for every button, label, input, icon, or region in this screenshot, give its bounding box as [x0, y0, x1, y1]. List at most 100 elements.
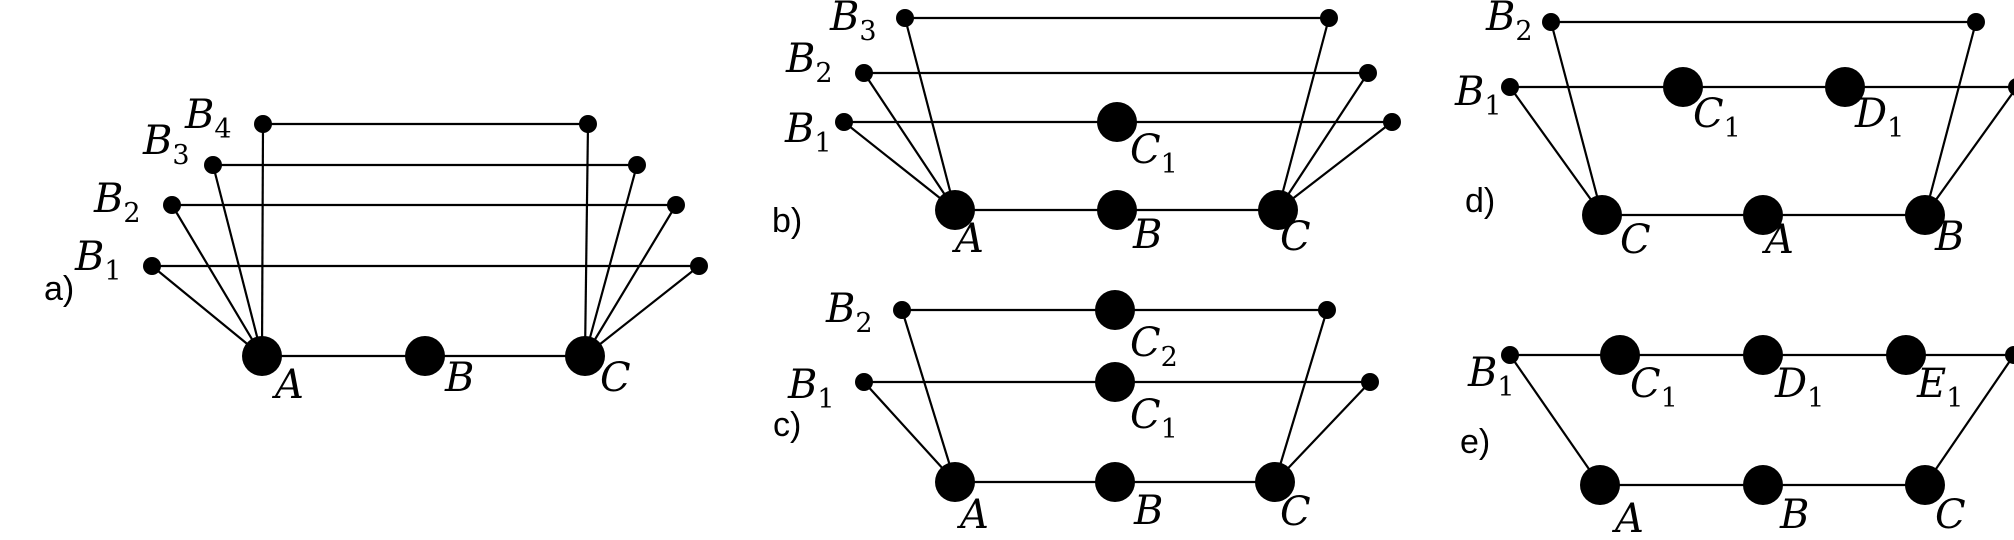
node-r3: [1320, 9, 1338, 27]
node-label-c: C: [1280, 214, 1311, 260]
edge-a-b3: [903, 17, 957, 211]
node-r2: [1359, 64, 1377, 82]
node-label-b1: B1: [784, 106, 832, 159]
node-label-base: C: [1130, 320, 1161, 366]
node-label-b2: B2: [825, 286, 873, 339]
node-label-b1: B1: [1454, 69, 1502, 122]
edge-b-r2: [1923, 21, 1978, 216]
node-label-b1: B1: [1467, 350, 1515, 403]
edge-c-r1: [1274, 381, 1371, 483]
node-label-base: C: [1630, 361, 1661, 407]
node-c2: [1095, 290, 1135, 330]
node-label-a: A: [951, 216, 984, 262]
node-r2: [1967, 13, 1985, 31]
node-b1: [1501, 346, 1519, 364]
node-c1: [1097, 102, 1137, 142]
node-label-c: C: [1935, 492, 1966, 538]
node-label-b: B: [444, 355, 474, 401]
node-r3: [628, 156, 646, 174]
edge-a-b1: [863, 381, 956, 483]
edge-a-b2: [171, 204, 263, 357]
node-label-base: B: [1485, 0, 1515, 40]
node-b: [405, 336, 445, 376]
node-label-base: B: [1454, 69, 1484, 115]
node-c1: [1095, 362, 1135, 402]
panel-label: b): [772, 202, 802, 240]
edge-a-b3: [211, 164, 264, 357]
node-label-c1: C1: [1693, 91, 1741, 144]
edge-c-r2: [1273, 309, 1329, 483]
node-label-subscript: 1: [1724, 113, 1741, 144]
node-label-b3: B3: [829, 0, 877, 47]
node-label-c: C: [1620, 217, 1651, 263]
node-label-subscript: 4: [214, 114, 231, 145]
node-label-subscript: 1: [1161, 414, 1178, 445]
edge-c-r4: [583, 123, 590, 357]
node-r2: [1318, 301, 1336, 319]
node-label-d1: D1: [1774, 361, 1824, 414]
node-label-subscript: 1: [1484, 91, 1501, 122]
node-b2: [163, 196, 181, 214]
node-label-b2: B2: [785, 36, 833, 89]
node-label-subscript: 2: [815, 58, 832, 89]
node-label-subscript: 1: [1946, 383, 1963, 414]
node-e1: [1886, 335, 1926, 375]
node-label-subscript: 3: [172, 140, 189, 171]
node-b1: [1501, 78, 1519, 96]
edge-a-b1: [151, 265, 263, 357]
node-r1: [1383, 113, 1401, 131]
node-label-subscript: 1: [814, 128, 831, 159]
node-label-c: C: [600, 355, 631, 401]
node-label-subscript: 2: [1161, 342, 1178, 373]
edge-a-b4: [260, 123, 265, 357]
node-label-base: B: [74, 234, 104, 280]
node-label-base: D: [1854, 91, 1887, 137]
edge-c-b1: [1509, 86, 1603, 216]
node-b1: [143, 257, 161, 275]
node-r2: [667, 196, 685, 214]
panel-label: e): [1460, 423, 1490, 461]
edge-a-b1: [1509, 354, 1601, 486]
node-c1: [1663, 67, 1703, 107]
node-b1: [835, 113, 853, 131]
node-label-c2: C2: [1130, 320, 1178, 373]
panel-label: d): [1465, 182, 1495, 220]
node-label-base: B: [142, 118, 172, 164]
node-r1: [1361, 373, 1379, 391]
node-label-subscript: 1: [817, 384, 834, 415]
node-label-d1: D1: [1854, 91, 1904, 144]
node-label-b1: B1: [787, 362, 835, 415]
edge-b-r1: [1924, 89, 2014, 216]
edge-c-r1: [1277, 121, 1393, 211]
node-label-b: B: [1132, 212, 1162, 258]
node-label-b1: B1: [74, 234, 122, 287]
node-label-b3: B3: [142, 118, 190, 171]
node-label-b: B: [1779, 492, 1809, 538]
node-a: [1580, 465, 1620, 505]
node-a: [935, 190, 975, 230]
node-label-c1: C1: [1130, 392, 1178, 445]
node-b2: [855, 64, 873, 82]
node-label-base: D: [1774, 361, 1807, 407]
node-c: [1582, 195, 1622, 235]
node-a: [935, 462, 975, 502]
node-r1: [690, 257, 708, 275]
node-b: [1743, 465, 1783, 505]
node-b2: [893, 301, 911, 319]
edge-c-r3: [1276, 17, 1331, 211]
edge-a-b2: [900, 309, 957, 483]
node-label-base: B: [184, 92, 214, 138]
node-r1: [2008, 78, 2014, 96]
node-label-subscript: 1: [1497, 372, 1514, 403]
node-label-b4: B4: [184, 92, 232, 145]
edge-c-b2: [1549, 21, 1604, 216]
edge-a-b2: [863, 72, 956, 211]
node-a: [1743, 195, 1783, 235]
node-label-base: B: [829, 0, 859, 40]
